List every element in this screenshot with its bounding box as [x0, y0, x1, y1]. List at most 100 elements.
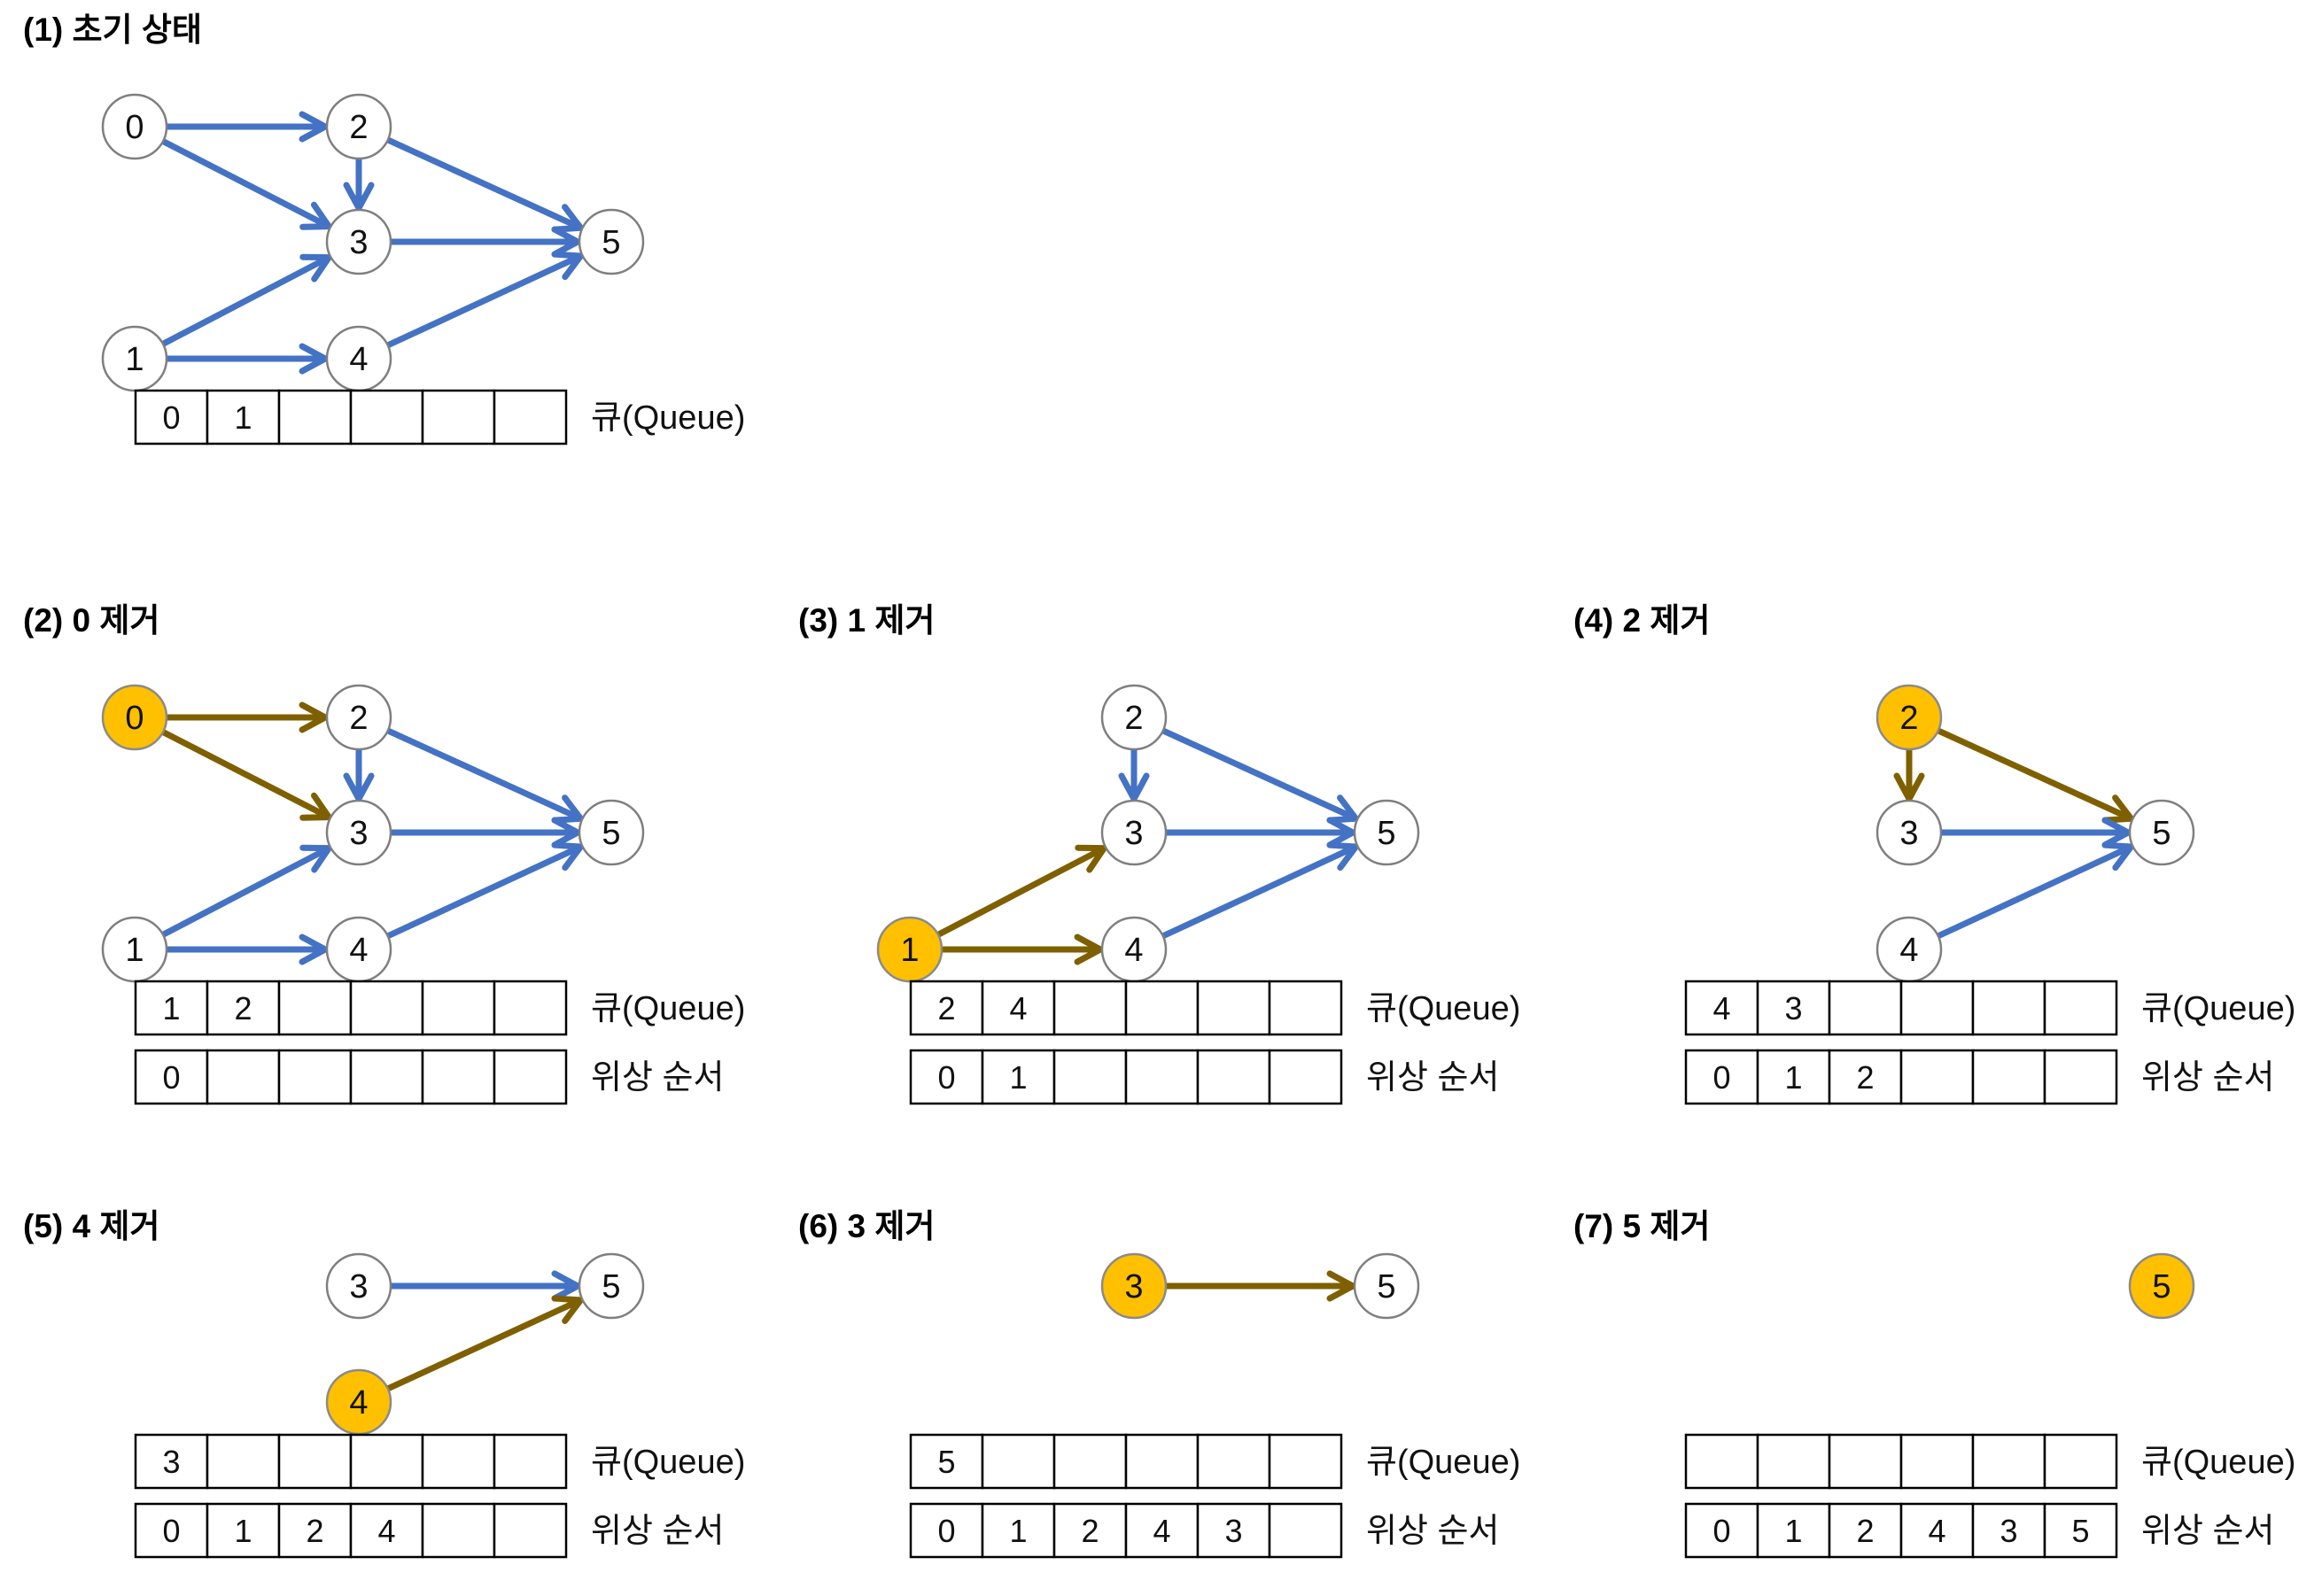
- topo-order-row-cell: [493, 1502, 568, 1559]
- topo-order-row-cell-value: 5: [2071, 1513, 2089, 1549]
- node-1: 1: [101, 325, 168, 392]
- node-0: 0: [101, 684, 168, 751]
- edge-3-to-5: [391, 1270, 581, 1302]
- edge-1-to-3: [161, 844, 332, 938]
- topo-order-row-cell-value: 1: [1009, 1513, 1027, 1549]
- node-4: 4: [1875, 916, 1943, 983]
- edge-0-to-2: [167, 111, 329, 143]
- edge-0-to-3: [161, 138, 332, 230]
- queue-row-cell-value: 3: [162, 1444, 180, 1480]
- queue-row-cell: [421, 389, 496, 445]
- topo-order-row-cell: 4: [1124, 1502, 1200, 1559]
- topo-order-row-cell: 0: [1684, 1049, 1759, 1105]
- edge-4-to-5: [1161, 841, 1360, 940]
- topo-order-row-cell-value: 1: [1784, 1059, 1802, 1096]
- topo-order-row-cell: [1899, 1049, 1975, 1105]
- queue-row-label: 큐(Queue): [1366, 990, 1520, 1027]
- queue-row-cell-value: 4: [1009, 990, 1027, 1027]
- node-2: 2: [325, 93, 392, 160]
- queue-row-cell: [349, 1433, 424, 1490]
- topo-order-row-cell-value: 1: [1784, 1513, 1802, 1549]
- queue-row-cell: [349, 389, 424, 445]
- topo-order-row-label: 위상 순서: [2141, 1513, 2274, 1550]
- node-label: 4: [349, 1384, 368, 1422]
- node-2: 2: [1875, 684, 1943, 751]
- queue-row-cell-value: 3: [1784, 990, 1802, 1027]
- queue-row: 3 큐(Queue): [134, 1433, 745, 1490]
- node-1: 1: [101, 916, 168, 983]
- topo-order-row-cell: [1124, 1049, 1200, 1105]
- node-3: 3: [1100, 799, 1168, 866]
- queue-row: 큐(Queue): [1684, 1433, 2295, 1490]
- topo-order-row-cell: 1: [1756, 1502, 1831, 1559]
- topo-order-row-cell: 3: [1196, 1502, 1271, 1559]
- queue-row-cell-value: 2: [937, 990, 955, 1027]
- panel-title: (5) 4 제거: [23, 1208, 159, 1244]
- topo-order-row-cell: [2043, 1049, 2118, 1105]
- node-label: 4: [1124, 932, 1143, 969]
- node-label: 5: [602, 224, 620, 261]
- queue-row-label: 큐(Queue): [591, 1444, 745, 1481]
- node-label: 5: [1377, 815, 1395, 852]
- queue-row-cell: [1899, 980, 1975, 1036]
- node-4: 4: [325, 1368, 392, 1436]
- node-label: 3: [349, 815, 368, 852]
- topo-order-row-cell-value: 2: [306, 1513, 323, 1549]
- queue-row: 4 3 큐(Queue): [1684, 980, 2295, 1036]
- topo-order-row-cell: 1: [981, 1502, 1056, 1559]
- topo-order-row-cell-value: 4: [1153, 1513, 1170, 1549]
- queue-row-label: 큐(Queue): [591, 990, 745, 1027]
- panel-title: (7) 5 제거: [1573, 1208, 1710, 1244]
- node-label: 3: [1124, 1268, 1143, 1305]
- topo-order-row-cell-value: 3: [1224, 1513, 1242, 1549]
- edge-4-to-5: [386, 841, 585, 940]
- topo-order-row-cell: 0: [134, 1502, 209, 1559]
- node-label: 4: [349, 341, 368, 378]
- topo-order-row-cell: [1052, 1049, 1128, 1105]
- topo-order-row-cell-value: 4: [377, 1513, 395, 1549]
- node-label: 2: [1124, 700, 1143, 737]
- node-5: 5: [578, 208, 645, 275]
- topo-order-row-cell: 2: [277, 1502, 353, 1559]
- queue-row-cell: [981, 1433, 1056, 1490]
- topo-order-row-label: 위상 순서: [591, 1059, 724, 1096]
- node-label: 5: [1377, 1268, 1395, 1305]
- queue-row-cell: [206, 1433, 281, 1490]
- node-5: 5: [2128, 799, 2195, 866]
- topo-order-row-cell-value: 2: [1081, 1513, 1099, 1549]
- queue-row-cell: [493, 980, 568, 1036]
- edge-4-to-5: [386, 1295, 584, 1392]
- edge-2-to-5: [386, 727, 584, 824]
- edge-2-to-3: [1118, 749, 1150, 802]
- topo-order-row-cell-value: 2: [1856, 1513, 1874, 1549]
- topo-order-row-cell-value: 0: [1712, 1059, 1730, 1096]
- topo-order-row-label: 위상 순서: [1366, 1513, 1499, 1550]
- queue-row-cell: [1971, 980, 2046, 1036]
- queue-row-label: 큐(Queue): [2141, 990, 2295, 1027]
- node-5: 5: [2128, 1252, 2195, 1320]
- queue-row-cell: 2: [206, 980, 281, 1036]
- queue-row-label: 큐(Queue): [1366, 1444, 1520, 1481]
- node-4: 4: [1100, 916, 1168, 983]
- topo-order-row-cell: [349, 1049, 424, 1105]
- queue-row-cell-value: 4: [1712, 990, 1730, 1027]
- node-2: 2: [325, 684, 392, 751]
- queue-row-cell: [1124, 980, 1200, 1036]
- topo-order-row-cell: 1: [981, 1049, 1056, 1105]
- queue-row-cell: 1: [206, 389, 281, 445]
- node-label: 5: [2152, 1268, 2171, 1305]
- topo-order-row-cell: [421, 1502, 496, 1559]
- edge-3-to-5: [1166, 1270, 1356, 1302]
- topo-order-row-cell: [277, 1049, 353, 1105]
- edge-0-to-3: [161, 729, 332, 821]
- edge-2-to-5: [1937, 727, 2134, 824]
- topo-order-row-cell: 0: [1684, 1502, 1759, 1559]
- node-label: 4: [349, 932, 368, 969]
